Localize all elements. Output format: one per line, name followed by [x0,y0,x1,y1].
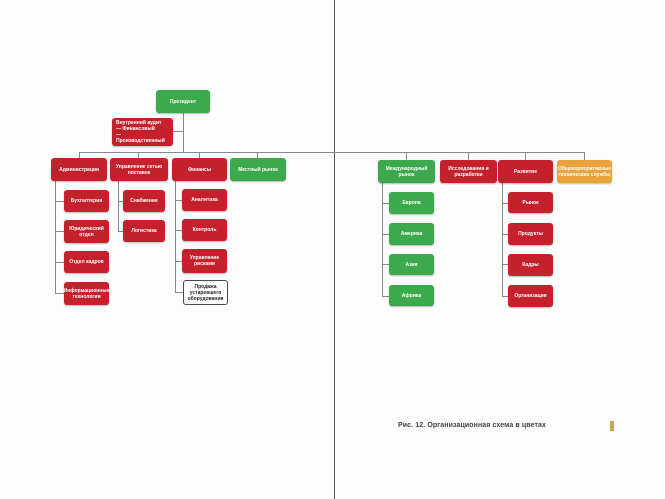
org-node-label: Бухгалтерия [70,198,103,204]
stub-org [502,296,508,297]
stub-asia [382,264,389,265]
org-node-label: Управление рисками [189,255,220,267]
org-node-sale: Продажа устаревшего оборудования [183,280,228,305]
stub-sale [175,292,183,293]
page-edge-marker [610,421,614,431]
stub-europe [382,203,389,204]
org-node-asia: Азия [389,254,434,275]
org-node-risk: Управление рисками [182,249,227,273]
org-node-label: Местный рынок [238,166,278,173]
rail-dev [502,183,503,296]
org-node-procurement: Снабжение [123,190,165,212]
org-node-label: Америка [400,231,423,237]
org-node-label: Управление сетью поставок [115,163,163,176]
org-node-president: Президент [156,90,210,113]
org-node-america: Америка [389,223,434,245]
rail-admin [55,181,56,293]
org-node-audit: Внутренний аудит — Финансовый — Производ… [112,118,173,146]
org-node-rnd: Исследования и разработки [440,160,497,183]
org-node-legal: Юридический отдел [64,220,109,243]
stub-finance [199,152,200,158]
stub-procurement [118,201,123,202]
org-node-label: Информационные технологии [63,287,110,300]
rail-finance [175,181,176,292]
org-node-label: Европа [402,200,421,206]
org-node-label: Азия [405,261,418,268]
org-node-control: Контроль [182,219,227,241]
stub-local [257,152,258,158]
stub-products [502,234,508,235]
org-node-label: Организация [514,293,547,299]
org-node-label: Логистика [131,228,157,234]
org-node-label: Администрация [59,166,99,173]
stub-intl [406,152,407,160]
org-node-label: Снабжение [130,198,158,204]
org-node-products: Продукты [508,223,553,245]
org-node-label: Международный рынок [385,165,428,178]
org-node-label: Продажа устаревшего оборудования [187,283,224,302]
audit-stub-line [173,131,183,132]
org-node-label: Внутренний аудит — Финансовый — Производ… [116,120,165,144]
org-node-label: Президент [169,98,197,105]
org-node-hr: Отдел кадров [64,251,109,273]
org-node-intl: Международный рынок [378,160,435,183]
stub-logistics [118,231,123,232]
stub-acct [55,201,64,202]
stub-hr [55,262,64,263]
org-node-dev: Развитие [498,160,553,183]
rail-supply [118,181,119,231]
stub-rnd [468,152,469,160]
stub-supply [138,152,139,158]
org-node-label: Общекорпоративные технические службы [557,165,612,178]
org-node-corp: Общекорпоративные технические службы [557,160,612,183]
figure-caption: Рис. 12. Организационная схема в цветах [398,422,546,429]
org-node-analytics: Аналитика [182,189,227,211]
stub-legal [55,231,64,232]
org-node-finance: Финансы [172,158,227,181]
org-node-label: Кадры [522,262,539,268]
stub-it [55,293,64,294]
org-node-label: Исследования и разработки [448,165,489,178]
org-node-label: Продукты [518,231,543,237]
stub-corp [584,152,585,160]
org-node-org: Организация [508,285,553,307]
org-node-africa: Африка [389,285,434,306]
org-node-label: Рынок [522,199,539,206]
org-node-logistics: Логистика [123,220,165,242]
org-node-staff2: Кадры [508,254,553,276]
org-node-label: Развитие [513,168,538,175]
org-node-acct: Бухгалтерия [64,190,109,212]
org-node-supply: Управление сетью поставок [110,158,168,181]
stub-staff2 [502,264,508,265]
gutter-line [334,0,335,499]
stub-analytics [175,200,182,201]
stub-america [382,234,389,235]
org-node-europe: Европа [389,192,434,214]
stub-control [175,230,182,231]
spine-line [79,152,585,153]
org-node-market: Рынок [508,192,553,213]
org-node-label: Контроль [192,227,217,233]
stub-risk [175,261,182,262]
org-node-it: Информационные технологии [64,282,109,305]
stub-africa [382,296,389,297]
president-drop-line [183,113,184,152]
org-node-label: Юридический отдел [69,225,104,238]
rail-intl [382,183,383,296]
org-node-label: Африка [401,292,422,299]
stub-market [502,203,508,204]
org-node-admin: Администрация [51,158,107,181]
stub-admin [79,152,80,158]
org-node-label: Аналитика [191,197,218,203]
org-node-local: Местный рынок [230,158,286,181]
stub-dev [525,152,526,160]
org-node-label: Отдел кадров [69,259,104,265]
org-node-label: Финансы [187,166,212,173]
